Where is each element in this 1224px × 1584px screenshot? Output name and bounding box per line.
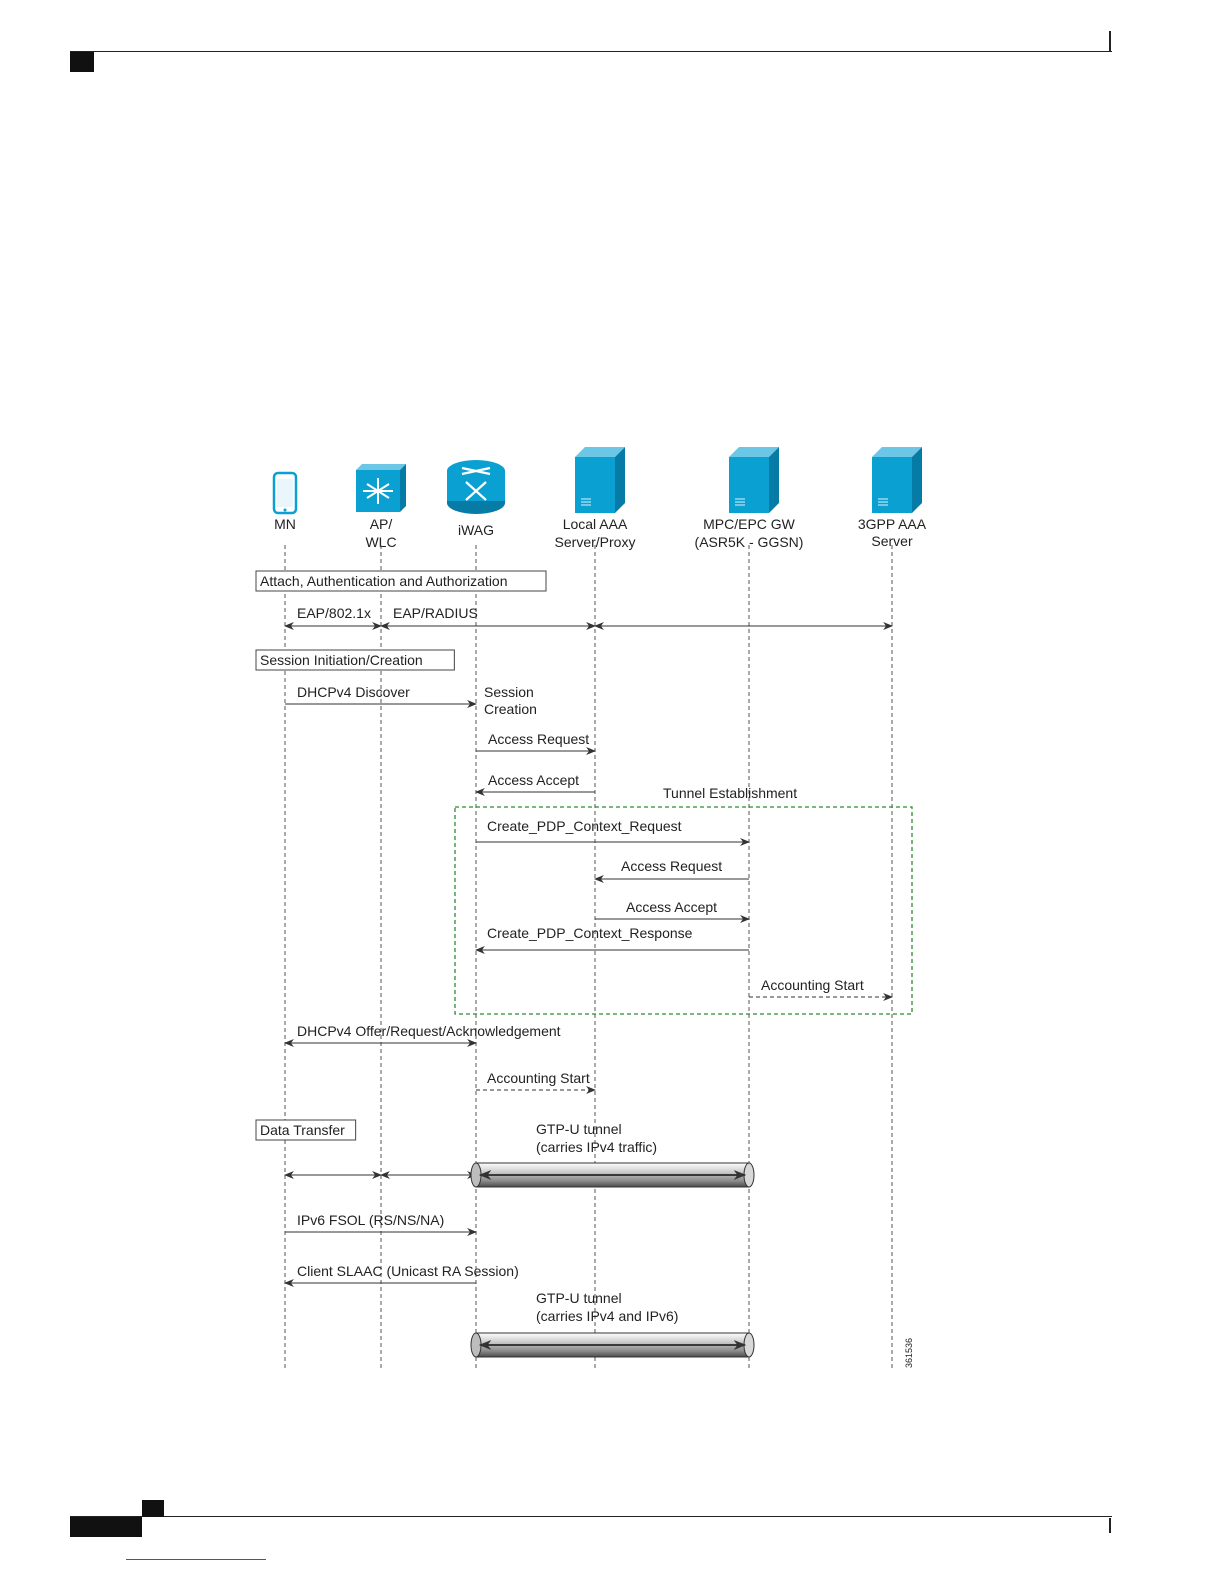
entity-label-ap: WLC: [365, 534, 396, 550]
message-label-access-accept-2: Access Accept: [626, 899, 717, 915]
message-label-access-request-2: Access Request: [621, 858, 722, 874]
header-marker: [70, 52, 94, 72]
note-session-creation: Session: [484, 684, 534, 700]
server-icon: [575, 447, 625, 513]
server-icon: [729, 447, 779, 513]
message-label-create-pdp-request: Create_PDP_Context_Request: [487, 818, 682, 834]
tunnel-gtpu-ipv4: [470, 1162, 755, 1188]
entity-label-mpc: MPC/EPC GW: [703, 516, 796, 532]
entity-label-mn: MN: [274, 516, 296, 532]
message-label-ipv6-fsol: IPv6 FSOL (RS/NS/NA): [297, 1212, 444, 1228]
mobile-phone-icon: [272, 471, 298, 515]
entity-label-mpc: (ASR5K - GGSN): [695, 534, 804, 550]
entity-label-iwag: iWAG: [458, 522, 494, 538]
note-session-creation: Creation: [484, 701, 537, 717]
figure-id: 361536: [904, 1338, 914, 1368]
tunnel-establishment-box: [454, 806, 913, 1015]
note-tunnel-establishment: Tunnel Establishment: [663, 785, 797, 801]
message-label-eap-8021x: EAP/802.1x: [297, 605, 371, 621]
message-label-access-accept-1: Access Accept: [488, 772, 579, 788]
tunnel-label-gtpu-ipv4: GTP-U tunnel: [536, 1121, 622, 1137]
section-box-data: [255, 1119, 357, 1141]
entity-label-laaa: Local AAA: [563, 516, 628, 532]
message-label-client-slaac: Client SLAAC (Unicast RA Session): [297, 1263, 519, 1279]
section-label-session: Session Initiation/Creation: [260, 652, 423, 668]
access-point-switch-icon: [356, 464, 406, 512]
section-label-data: Data Transfer: [260, 1122, 345, 1138]
message-label-eap-radius: EAP/RADIUS: [393, 605, 478, 621]
message-label-accounting-start-1: Accounting Start: [761, 977, 864, 993]
message-label-create-pdp-response: Create_PDP_Context_Response: [487, 925, 693, 941]
tunnel-label-gtpu-ipv4: (carries IPv4 traffic): [536, 1139, 657, 1155]
entity-label-aaa3: Server: [871, 533, 913, 549]
message-label-accounting-start-2: Accounting Start: [487, 1070, 590, 1086]
tunnel-label-gtpu-ipv4-ipv6: (carries IPv4 and IPv6): [536, 1308, 678, 1324]
entity-label-aaa3: 3GPP AAA: [858, 516, 927, 532]
header-tick: [1109, 31, 1111, 52]
message-label-access-request-1: Access Request: [488, 731, 589, 747]
server-icon: [872, 447, 922, 513]
footer-rule: [70, 1516, 1112, 1517]
entity-label-ap: AP/: [370, 516, 393, 532]
footer-marker-bar: [70, 1517, 142, 1537]
message-label-dhcp-offer: DHCPv4 Offer/Request/Acknowledgement: [297, 1023, 561, 1039]
header-rule: [70, 51, 1112, 52]
entity-label-laaa: Server/Proxy: [555, 534, 636, 550]
tunnel-gtpu-ipv4-ipv6: [470, 1332, 755, 1358]
tunnel-label-gtpu-ipv4-ipv6: GTP-U tunnel: [536, 1290, 622, 1306]
footer-link-underline: [126, 1559, 266, 1560]
message-label-dhcp-discover: DHCPv4 Discover: [297, 684, 410, 700]
footer-tick: [1109, 1518, 1111, 1533]
section-box-session: [255, 649, 455, 671]
section-box-attach: [255, 570, 547, 592]
router-icon: [447, 460, 505, 514]
section-label-attach: Attach, Authentication and Authorization: [260, 573, 508, 589]
footer-marker-top: [142, 1500, 164, 1517]
